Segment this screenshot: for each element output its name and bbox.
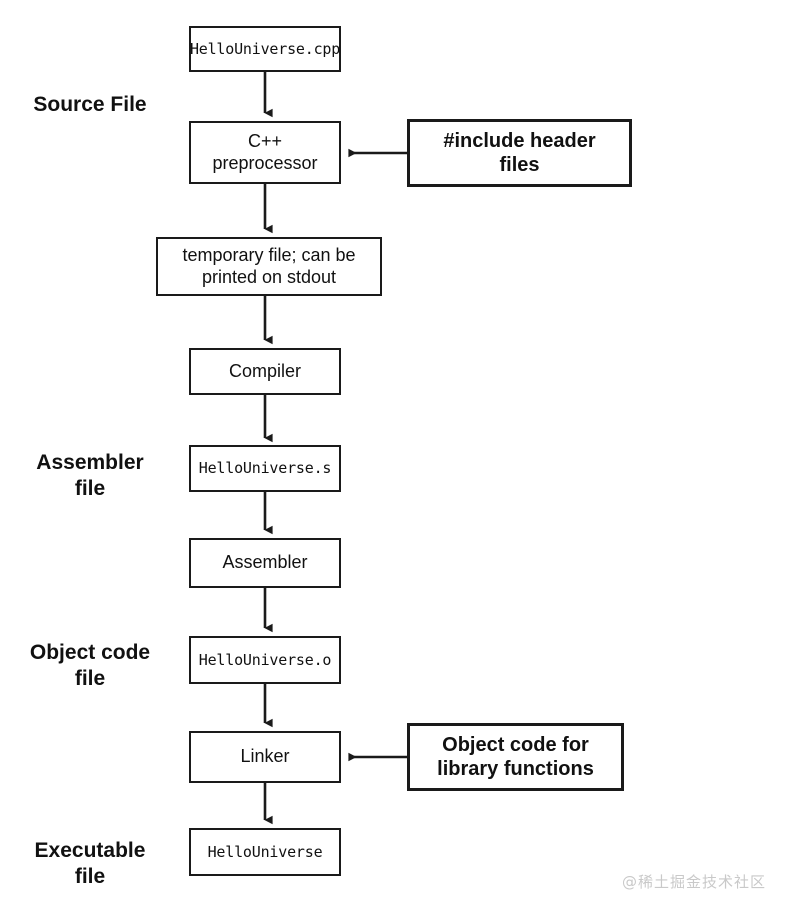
node-include-header-files-label: #include header files — [443, 129, 596, 176]
stage-label-object-code-file-text: Object code file — [29, 641, 151, 691]
stage-label-source-file: Source File — [10, 92, 170, 118]
node-temporary-file-label: temporary file; can be printed on stdout — [182, 244, 356, 287]
stage-label-object-code-file: Object code file — [10, 640, 170, 693]
node-library-object-code-box: Object code for library functions — [407, 723, 624, 791]
node-preprocessor-label: C++ preprocessor — [212, 130, 318, 173]
node-library-object-code-label: Object code for library functions — [437, 733, 594, 780]
node-compiler-box: Compiler — [189, 348, 341, 395]
node-include-header-files-box: #include header files — [407, 119, 632, 187]
node-assembler-label: Assembler — [222, 552, 308, 573]
stage-label-executable-file-text: Executable file — [34, 839, 146, 889]
node-assembly-file-label: HelloUniverse.s — [198, 459, 332, 478]
node-linker-box: Linker — [189, 731, 341, 783]
watermark: @稀土掘金技术社区 — [622, 871, 766, 892]
stage-label-assembler-file-text: Assembler file — [36, 451, 144, 501]
watermark-text: @稀土掘金技术社区 — [622, 873, 767, 891]
node-assembler-box: Assembler — [189, 538, 341, 588]
node-executable-label: HelloUniverse — [207, 842, 323, 861]
node-source-file-label: HelloUniverse.cpp — [189, 39, 341, 58]
node-executable-box: HelloUniverse — [189, 828, 341, 876]
node-linker-label: Linker — [240, 746, 290, 767]
node-assembly-file-box: HelloUniverse.s — [189, 445, 341, 492]
stage-label-executable-file: Executable file — [10, 838, 170, 891]
stage-label-source-file-text: Source File — [33, 93, 147, 116]
node-temporary-file-box: temporary file; can be printed on stdout — [156, 237, 382, 296]
node-preprocessor-box: C++ preprocessor — [189, 121, 341, 184]
node-object-file-box: HelloUniverse.o — [189, 636, 341, 684]
stage-label-assembler-file: Assembler file — [10, 450, 170, 503]
node-compiler-label: Compiler — [228, 360, 302, 381]
node-object-file-label: HelloUniverse.o — [198, 650, 332, 669]
node-source-file-box: HelloUniverse.cpp — [189, 26, 341, 72]
